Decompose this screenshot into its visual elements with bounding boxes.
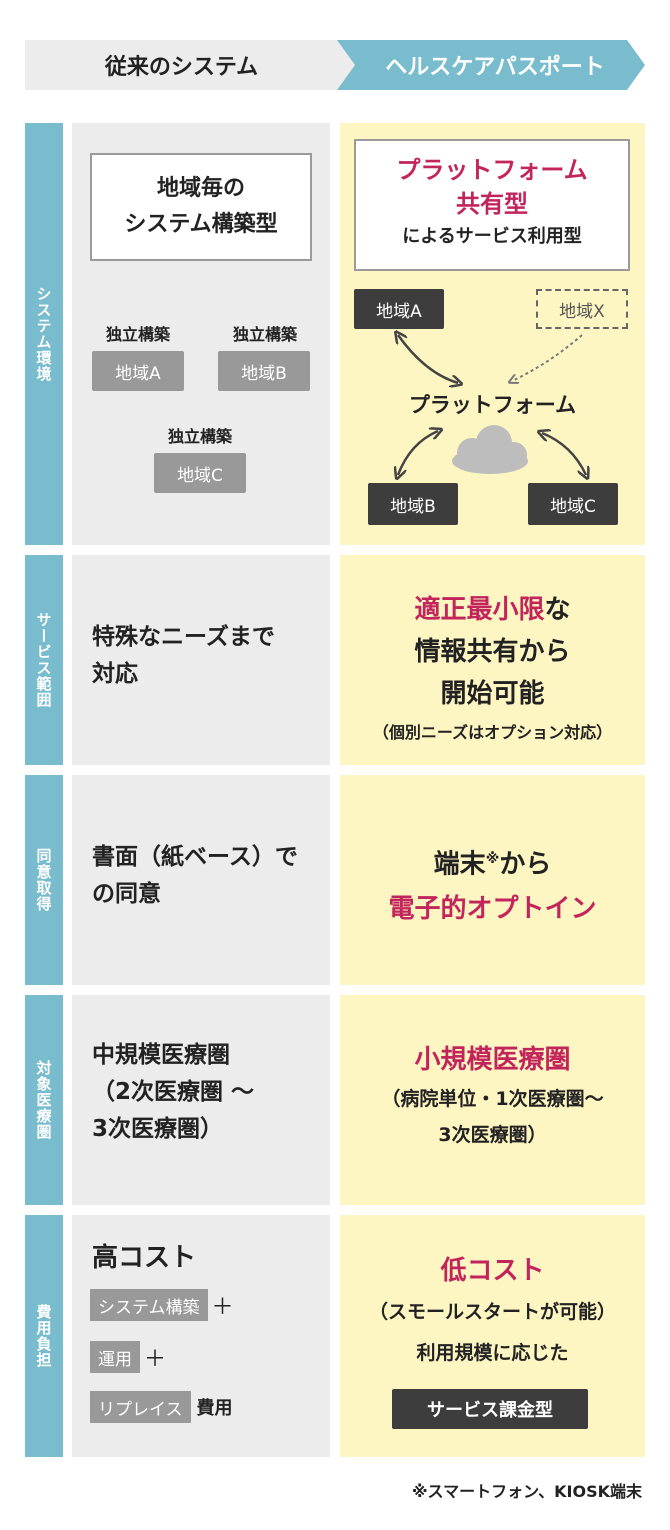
arrow-region-x [512, 334, 583, 381]
header-healthcare-passport: ヘルスケアパスポート [337, 40, 645, 90]
region-c-text: 地域C [177, 465, 223, 486]
footnote: ※スマートフォン、KIOSK端末 [412, 1482, 642, 1501]
service-line1-rest: な [544, 595, 571, 625]
independent-label-a: 独立構築 [105, 325, 170, 344]
cost-right-text: 低コスト （スモールスタートが可能） 利用規模に応じた [340, 1251, 645, 1373]
service-left-line1: 特殊なニーズまで [92, 624, 275, 650]
target-right-line3: 3次医療圏） [438, 1124, 547, 1146]
target-right-cell: 小規模医療圏 （病院単位・1次医療圏〜 3次医療圏） [340, 995, 645, 1205]
cost-highlight: 低コスト [440, 1256, 545, 1286]
consent-left-cell: 書面（紙ベース）で の同意 [72, 775, 330, 985]
side-label-cost: 費用負担 [25, 1215, 63, 1457]
service-right-line1: 適正最小限な [340, 589, 645, 631]
consent-footnote-mark: ※ [485, 851, 500, 867]
consent-left-line1: 書面（紙ベース）で [92, 844, 298, 870]
cost-tag-operation: 運用 [90, 1341, 140, 1373]
cost-suffix: 費用 [196, 1398, 233, 1419]
service-right-note: （個別ニーズはオプション対応） [372, 723, 613, 742]
cost-left-title: 高コスト [92, 1243, 197, 1273]
consent-device-text: 端末 [433, 849, 486, 880]
independent-label-b: 独立構築 [232, 325, 297, 344]
region-b-text: 地域B [241, 363, 287, 384]
cost-right-tag-text: サービス課金型 [427, 1400, 553, 1421]
header-passport-label: ヘルスケアパスポート [385, 55, 605, 80]
cost-right-line3: 利用規模に応じた [416, 1342, 569, 1364]
platform-region-a: 地域A [354, 289, 444, 329]
cost-left-cell: 高コスト システム構築 ＋ 運用 ＋ リプレイス 費用 [72, 1215, 330, 1457]
right-box-line2: 共有型 [456, 190, 528, 218]
service-left-text: 特殊なニーズまで 対応 [92, 619, 322, 693]
service-right-cell: 適正最小限な 情報共有から 開始可能 （個別ニーズはオプション対応） [340, 555, 645, 765]
arrow-region-b [398, 431, 438, 475]
cloud-icon [452, 425, 528, 474]
left-box-line2: システム構築型 [124, 212, 278, 237]
side-label-system-text: システム環境 [34, 286, 53, 382]
cost-row-3: リプレイス 費用 [90, 1391, 233, 1423]
cost-plus-2: ＋ [144, 1347, 167, 1372]
platform-region-b-text: 地域B [390, 496, 436, 517]
target-left-line3: 3次医療圏） [92, 1115, 224, 1142]
cost-plus-1: ＋ [211, 1295, 234, 1320]
cost-tag-replace: リプレイス [90, 1391, 191, 1423]
side-label-target: 対象医療圏 [25, 995, 63, 1205]
platform-region-c-text: 地域C [550, 496, 596, 517]
platform-region-a-text: 地域A [376, 301, 422, 322]
consent-left-line2: の同意 [92, 880, 161, 907]
arrow-region-c [542, 433, 586, 475]
right-system-box: プラットフォーム 共有型 によるサービス利用型 [354, 139, 630, 271]
system-left-cell: 地域毎の システム構築型 独立構築 地域A 独立構築 地域B 独立構築 地域C [72, 123, 330, 545]
region-a-text: 地域A [115, 363, 161, 384]
left-system-box: 地域毎の システム構築型 [90, 153, 312, 261]
target-right-text: 小規模医療圏 （病院単位・1次医療圏〜 3次医療圏） [340, 1039, 645, 1153]
platform-region-c: 地域C [528, 483, 618, 525]
side-label-target-text: 対象医療圏 [34, 1060, 53, 1140]
consent-right-text: 端末※から 電子的オプトイン [340, 837, 645, 931]
target-highlight: 小規模医療圏 [414, 1045, 571, 1075]
target-left-text: 中規模医療圏 （2次医療圏 〜 3次医療圏） [92, 1037, 328, 1147]
side-label-consent: 同意取得 [25, 775, 63, 985]
service-highlight: 適正最小限 [414, 595, 545, 625]
service-left-cell: 特殊なニーズまで 対応 [72, 555, 330, 765]
consent-right-cell: 端末※から 電子的オプトイン [340, 775, 645, 985]
header-conventional-label: 従来のシステム [104, 55, 259, 80]
cost-right-tag: サービス課金型 [392, 1389, 588, 1429]
consent-line1-rest: から [499, 849, 552, 880]
region-c-tag: 地域C [154, 453, 246, 493]
cost-tag-system-build: システム構築 [90, 1289, 208, 1321]
service-right-line3: 開始可能 [440, 679, 545, 709]
side-label-system: システム環境 [25, 123, 63, 545]
service-right-text: 適正最小限な 情報共有から 開始可能 （個別ニーズはオプション対応） [340, 589, 645, 751]
system-right-cell: プラットフォーム 共有型 によるサービス利用型 地域A 地域X プラットフォーム… [340, 123, 645, 545]
cost-row-2: 運用 ＋ [90, 1341, 166, 1373]
platform-label: プラットフォーム [408, 393, 577, 417]
target-left-line1: 中規模医療圏 [92, 1042, 230, 1068]
service-right-line2: 情報共有から [414, 637, 571, 667]
header-conventional: 従来のシステム [25, 40, 358, 90]
arrow-region-a [398, 335, 458, 383]
left-box-line1: 地域毎の [156, 176, 245, 201]
target-left-line2: （2次医療圏 〜 [92, 1078, 255, 1105]
side-label-consent-text: 同意取得 [34, 848, 53, 912]
target-right-line2: （病院単位・1次医療圏〜 [381, 1088, 604, 1110]
cost-row-1: システム構築 ＋ [90, 1289, 234, 1321]
platform-region-x-text: 地域X [559, 301, 605, 322]
region-b-tag: 地域B [218, 351, 310, 391]
consent-right-line1: 端末※から [340, 837, 645, 887]
independent-label-c: 独立構築 [167, 427, 232, 446]
right-box-line1: プラットフォーム [396, 156, 588, 184]
consent-highlight: 電子的オプトイン [388, 893, 597, 924]
platform-diagram-arrows [340, 123, 645, 545]
region-a-tag: 地域A [92, 351, 184, 391]
side-label-cost-text: 費用負担 [34, 1304, 53, 1368]
side-label-service: サービス範囲 [25, 555, 63, 765]
consent-left-text: 書面（紙ベース）で の同意 [92, 839, 328, 913]
side-label-service-text: サービス範囲 [34, 612, 53, 708]
right-box-line3: によるサービス利用型 [402, 226, 582, 247]
platform-region-b: 地域B [368, 483, 458, 525]
service-left-line2: 対応 [92, 660, 138, 687]
platform-region-x: 地域X [536, 289, 628, 329]
cost-right-cell: 低コスト （スモールスタートが可能） 利用規模に応じた サービス課金型 [340, 1215, 645, 1457]
target-left-cell: 中規模医療圏 （2次医療圏 〜 3次医療圏） [72, 995, 330, 1205]
cost-right-line2: （スモールスタートが可能） [368, 1301, 616, 1323]
